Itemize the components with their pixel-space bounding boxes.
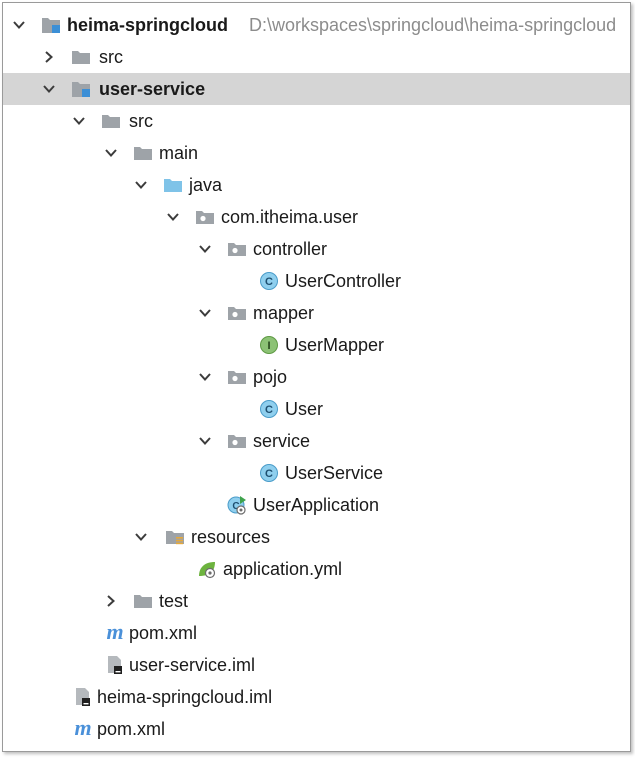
tree-row-mapper[interactable]: mapper [3,297,630,329]
svg-text:C: C [265,404,273,416]
tree-item-label: mapper [253,303,315,323]
chevron-down-icon[interactable] [103,145,119,161]
tree-row-controller[interactable]: controller [3,233,630,265]
tree-row-module-pom[interactable]: m pom.xml [3,617,630,649]
package-folder-icon [227,431,247,451]
tree-row-src[interactable]: src [3,41,630,73]
tree-row-package[interactable]: com.itheima.user [3,201,630,233]
tree-item-label: application.yml [223,559,343,579]
tree-item-label: UserApplication [253,495,380,515]
tree-row-root-module[interactable]: heima-springcloud D:\workspaces\springcl… [3,9,630,41]
tree-item-label: service [253,431,311,451]
tree-item-label: user-service [99,79,206,99]
chevron-down-icon[interactable] [197,241,213,257]
svg-text:C: C [265,276,273,288]
tree-item-label: controller [253,239,328,259]
tree-row-usercontroller[interactable]: C UserController [3,265,630,297]
chevron-down-icon[interactable] [165,209,181,225]
tree-row-service[interactable]: service [3,425,630,457]
chevron-down-icon[interactable] [133,529,149,545]
tree-item-label: UserMapper [285,335,385,355]
module-folder-icon [71,79,91,99]
tree-item-label: heima-springcloud [67,15,229,35]
spring-boot-class-icon: C [227,495,247,515]
tree-row-resources[interactable]: resources [3,521,630,553]
folder-icon [101,111,121,131]
package-folder-icon [227,367,247,387]
module-path-text: D:\workspaces\springcloud\heima-springcl… [249,15,617,35]
tree-row-userservice[interactable]: C UserService [3,457,630,489]
chevron-down-icon[interactable] [71,113,87,129]
tree-item-label: user-service.iml [129,655,256,675]
tree-row-test[interactable]: test [3,585,630,617]
tree-item-label: pom.xml [129,623,198,643]
tree-item-label: pojo [253,367,288,387]
tree-item-label: src [129,111,153,131]
tree-row-src[interactable]: src [3,105,630,137]
tree-row-userapplication[interactable]: C UserApplication [3,489,630,521]
tree-item-label: resources [191,527,271,547]
chevron-down-icon[interactable] [197,305,213,321]
tree-row-user-service[interactable]: user-service [3,73,630,105]
tree-row-main[interactable]: main [3,137,630,169]
class-icon: C [259,399,279,419]
tree-item-label: pom.xml [97,719,166,739]
chevron-right-icon[interactable] [103,593,119,609]
tree-item-label: User [285,399,324,419]
module-folder-icon [41,15,61,35]
maven-icon: m [103,623,127,643]
svg-text:m: m [106,623,123,643]
class-icon: C [259,463,279,483]
tree-row-application-yml[interactable]: application.yml [3,553,630,585]
tree-row-root-pom[interactable]: m pom.xml [3,713,630,745]
tree-row-user[interactable]: C User [3,393,630,425]
tree-item-label: src [99,47,123,67]
source-folder-icon [163,175,183,195]
tree-item-label: UserController [285,271,402,291]
svg-text:C: C [265,468,273,480]
tree-item-label: main [159,143,199,163]
spring-config-icon [197,559,217,579]
tree-row-user-service-iml[interactable]: user-service.iml [3,649,630,681]
iml-file-icon [73,687,93,707]
svg-text:C: C [232,501,239,512]
chevron-down-icon[interactable] [133,177,149,193]
folder-icon [133,591,153,611]
tree-row-java[interactable]: java [3,169,630,201]
chevron-down-icon[interactable] [197,433,213,449]
svg-text:I: I [267,340,270,352]
svg-text:m: m [74,719,91,739]
iml-file-icon [105,655,125,675]
tree-item-label: test [159,591,189,611]
class-icon: C [259,271,279,291]
tree-row-usermapper[interactable]: I UserMapper [3,329,630,361]
tree-item-label: UserService [285,463,384,483]
tree-row-pojo[interactable]: pojo [3,361,630,393]
package-folder-icon [195,207,215,227]
maven-icon: m [71,719,95,739]
package-folder-icon [227,303,247,323]
tree-item-label: com.itheima.user [221,207,359,227]
interface-icon: I [259,335,279,355]
tree-item-label: java [189,175,223,195]
package-folder-icon [227,239,247,259]
tree-item-label: heima-springcloud.iml [97,687,273,707]
tree-row-root-iml[interactable]: heima-springcloud.iml [3,681,630,713]
chevron-right-icon[interactable] [41,49,57,65]
resources-folder-icon [165,527,185,547]
chevron-down-icon[interactable] [197,369,213,385]
folder-icon [71,47,91,67]
folder-icon [133,143,153,163]
chevron-down-icon[interactable] [11,17,27,33]
chevron-down-icon[interactable] [41,81,57,97]
